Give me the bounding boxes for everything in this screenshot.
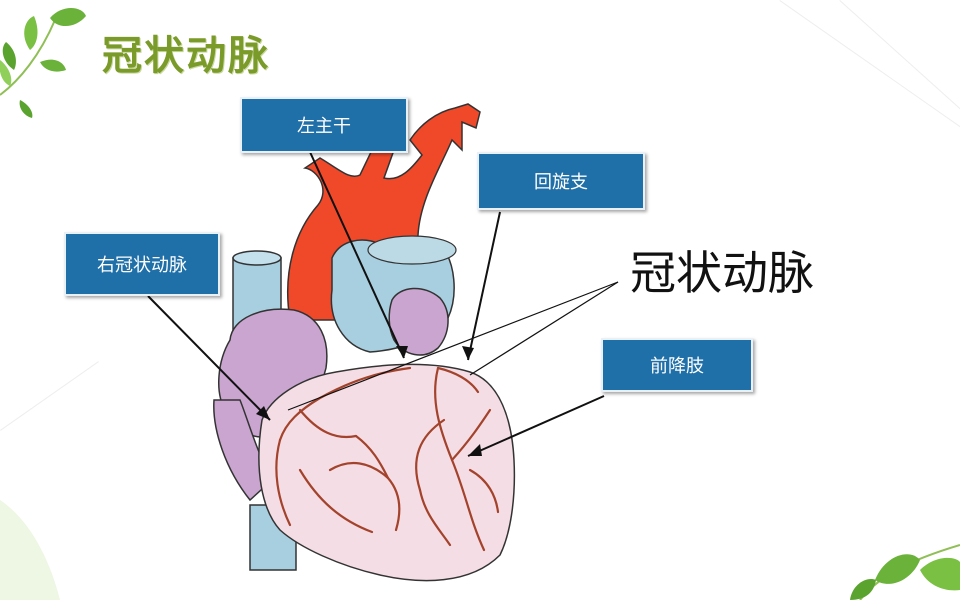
decorative-swoosh: [0, 500, 60, 600]
pointer-coronary-2: [469, 281, 619, 376]
ventricles: [258, 363, 516, 582]
label-circumflex: 回旋支: [477, 152, 645, 210]
leaf-decoration-bottom-right-icon: [850, 544, 960, 600]
pointer-lines: [147, 151, 619, 457]
pointer-left-main: [309, 151, 405, 359]
callout-coronary-label: 冠状动脉: [630, 246, 814, 300]
leaf-decoration-top-left-icon: [0, 8, 86, 118]
pointer-right-coronary: [147, 295, 271, 421]
slide-title: 冠状动脉: [102, 33, 270, 79]
label-right-coronary: 右冠状动脉: [64, 232, 220, 296]
arrowhead-lad: [468, 444, 482, 456]
pointer-coronary-1: [287, 281, 619, 411]
label-left-main: 左主干: [240, 97, 408, 153]
label-anterior-descending: 前降肢: [601, 338, 753, 392]
pointer-circumflex: [467, 211, 501, 361]
arrowhead-left-main: [396, 346, 408, 358]
arrowheads: [256, 346, 482, 456]
pointer-lad: [467, 395, 605, 457]
arrowhead-circumflex: [462, 346, 474, 360]
arrowhead-right-coronary: [256, 406, 270, 420]
